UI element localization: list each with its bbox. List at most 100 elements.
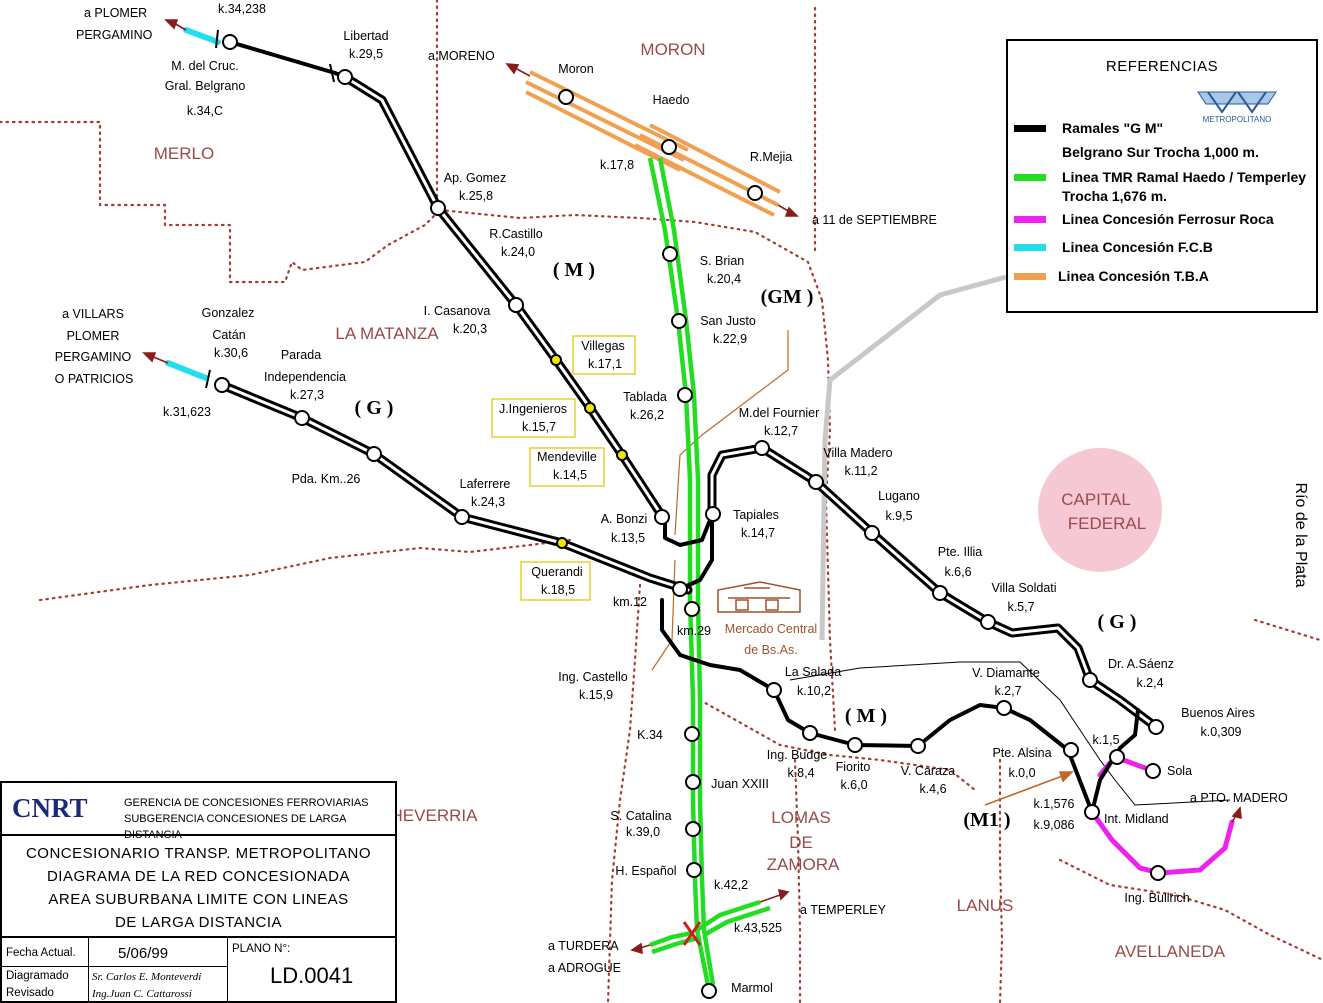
station-parada (294, 410, 310, 426)
district-labels: MORON MERLO LA MATANZA LOMAS DE ZAMORA L… (154, 40, 1309, 961)
desc-line-3: AREA SUBURBANA LIMITE CON LINEAS (48, 891, 349, 908)
dir-adrogue: a ADROGUE (548, 961, 621, 975)
district-rio-de-la-plata: Río de la Plata (1292, 483, 1309, 588)
dir-villars-1: a VILLARS (62, 307, 124, 321)
label-mfournier-2: k.12,7 (764, 424, 798, 438)
station-buenosaires (1148, 719, 1164, 735)
fecha-label: Fecha Actual. (6, 947, 76, 959)
station-tablada (677, 387, 693, 403)
station-apgomez (430, 200, 446, 216)
label-juanxxiii: Juan XXIII (711, 777, 769, 791)
label-vdiamante-1: V. Diamante (972, 666, 1040, 680)
label-km29: km.29 (677, 624, 711, 638)
gerencia-line-2: SUBGERENCIA CONCESIONES DE LARGA DISTANC… (124, 813, 346, 841)
label-gcatan-1: Gonzalez (202, 306, 255, 320)
legend-swatch-2 (1014, 174, 1046, 181)
tmr-line (647, 157, 771, 986)
title-block: CNRT GERENCIA DE CONCESIONES FERROVIARIA… (0, 781, 397, 1003)
line-g-right: ( G ) (1098, 611, 1137, 633)
label-lugano-2: k.9,5 (885, 509, 912, 523)
label-pteillia-1: Pte. Illia (938, 545, 983, 559)
label-vdiamante-2: k.2,7 (994, 684, 1021, 698)
label-rcastillo-1: R.Castillo (489, 227, 543, 241)
label-tapiales-1: Tapiales (733, 508, 779, 522)
legend-swatch-4 (1014, 216, 1046, 223)
mercado-central-icon (717, 581, 801, 613)
legend-text-6: Linea Concesión T.B.A (1058, 268, 1209, 284)
label-parada-3: k.27,3 (290, 388, 324, 402)
label-vcaraza-1: V. Caraza (901, 764, 955, 778)
station-vcaraza (910, 738, 926, 754)
direction-arrows (142, 19, 1242, 955)
station-lasalada (766, 682, 782, 698)
station-gcatan (214, 377, 230, 393)
label-abonzi-1: A. Bonzi (601, 512, 648, 526)
label-buenosaires-2: k.0,309 (1200, 725, 1241, 739)
district-avellaneda: AVELLANEDA (1115, 942, 1226, 961)
label-rcastillo-2: k.24,0 (501, 245, 535, 259)
legend: REFERENCIAS METROPOLITANO Ramales "G M"B… (1006, 39, 1318, 313)
cnrt-header: CNRT GERENCIA DE CONCESIONES FERROVIARIA… (2, 783, 395, 841)
station-hespanol (686, 862, 702, 878)
legend-swatch-5 (1014, 244, 1046, 251)
tb-vline-1 (88, 938, 89, 1003)
label-villegas-1: Villegas (581, 339, 625, 353)
station-drasaenz (1082, 672, 1098, 688)
station-mfournier (754, 440, 770, 456)
line-labels: ( M ) (GM ) ( G ) ( G ) ( M ) (M1 ) (355, 259, 1137, 831)
label-ingbudge-1: Ing. Budge (767, 748, 828, 762)
district-lomas-1: LOMAS (771, 808, 831, 827)
district-lomas-2: DE (789, 833, 813, 852)
capital-border (789, 661, 1231, 806)
legend-text-0: Ramales "G M" (1062, 120, 1163, 136)
fcb-line (165, 27, 221, 381)
station-pteillia (932, 585, 948, 601)
station-k15 (1109, 749, 1125, 765)
station-sola (1145, 763, 1161, 779)
cnrt-logo: CNRT (12, 793, 88, 823)
station-ingbudge (802, 725, 818, 741)
legend-swatch-0 (1014, 125, 1046, 132)
district-moron: MORON (640, 40, 705, 59)
label-tablada-1: Tablada (623, 390, 667, 404)
station-icasanova (508, 297, 524, 313)
station-juanxxiii (685, 774, 701, 790)
label-libertad-1: Libertad (343, 29, 388, 43)
station-villasoldati (980, 614, 996, 630)
metropolitano-logo: METROPOLITANO (1197, 91, 1277, 124)
station-pdakm (366, 446, 382, 462)
label-mfournier-1: M.del Fournier (739, 406, 820, 420)
label-intmidland: Int. Midland (1104, 812, 1169, 826)
dir-temperley: a TEMPERLEY (800, 903, 887, 917)
station-k34 (684, 726, 700, 742)
junction-cross (682, 921, 702, 946)
label-sanjusto-1: San Justo (700, 314, 756, 328)
line-g-left: ( G ) (355, 397, 394, 419)
label-k34: K.34 (637, 728, 663, 742)
yellow-label-boxes (491, 335, 636, 601)
plano-value: LD.0041 (270, 963, 354, 988)
station-k34238 (222, 34, 238, 50)
label-sbrian-2: k.20,4 (707, 272, 741, 286)
station-libertad (337, 69, 353, 85)
dir-pergamino: PERGAMINO (76, 28, 153, 42)
label-lugano-1: Lugano (878, 489, 920, 503)
station-marmol (701, 983, 717, 999)
label-laferrere-1: Laferrere (460, 477, 511, 491)
tb-hline (2, 966, 227, 967)
tb-vline-2 (227, 938, 228, 1003)
dir-madero: a PTO. MADERO (1190, 791, 1288, 805)
label-villamadero-1: Villa Madero (823, 446, 892, 460)
label-sanjusto-2: k.22,9 (713, 332, 747, 346)
label-lasalada-1: La Salada (785, 665, 841, 679)
label-ptealsina-1: Pte. Alsina (992, 746, 1051, 760)
label-apgomez-2: k.25,8 (459, 189, 493, 203)
label-ingbullrich: Ing. Bullrich (1124, 891, 1189, 905)
dir-plomer: a PLOMER (84, 6, 147, 20)
legend-text-5: Linea Concesión F.C.B (1062, 239, 1213, 255)
label-parada-1: Parada (281, 348, 321, 362)
station-laferrere (454, 509, 470, 525)
legend-items: Ramales "G M"Belgrano Sur Trocha 1,000 m… (1014, 120, 1306, 284)
label-querandi-2: k.18,5 (541, 583, 575, 597)
legend-text-3: Trocha 1,676 m. (1062, 188, 1167, 204)
